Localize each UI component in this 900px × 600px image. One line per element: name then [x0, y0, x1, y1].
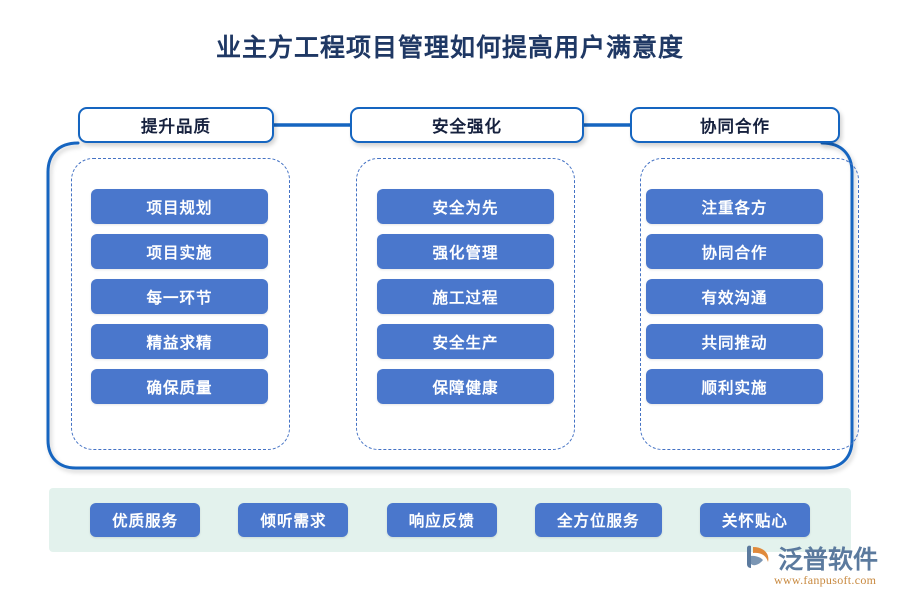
column-item[interactable]: 确保质量: [91, 369, 268, 404]
bottom-strip-item-label: 优质服务: [112, 513, 179, 530]
bottom-strip: 优质服务 倾听需求 响应反馈 全方位服务 关怀贴心: [49, 488, 851, 552]
column-item[interactable]: 项目规划: [91, 189, 268, 224]
column-item[interactable]: 注重各方: [646, 189, 823, 224]
column-item-label: 保障健康: [432, 379, 499, 397]
bottom-strip-item[interactable]: 全方位服务: [535, 503, 662, 537]
column-item-label: 强化管理: [432, 244, 499, 262]
bottom-strip-item[interactable]: 倾听需求: [238, 503, 349, 537]
column-header-0[interactable]: 提升品质: [78, 107, 274, 143]
column-item[interactable]: 强化管理: [377, 234, 554, 269]
column-items-2: 注重各方 协同合作 有效沟通 共同推动 顺利实施: [646, 189, 823, 404]
column-item-label: 顺利实施: [701, 379, 768, 397]
page-title: 业主方工程项目管理如何提高用户满意度: [215, 34, 684, 62]
column-items-1: 安全为先 强化管理 施工过程 安全生产 保障健康: [377, 189, 554, 404]
bottom-strip-item[interactable]: 优质服务: [90, 503, 201, 537]
brand-logo-url: www.fanpusoft.com: [773, 573, 877, 587]
column-item-label: 每一环节: [146, 289, 213, 307]
column-header-label: 协同合作: [700, 118, 770, 136]
column-item[interactable]: 协同合作: [646, 234, 823, 269]
column-item[interactable]: 项目实施: [91, 234, 268, 269]
column-item-label: 共同推动: [701, 334, 768, 352]
column-item-label: 有效沟通: [701, 289, 768, 307]
column-item[interactable]: 有效沟通: [646, 279, 823, 314]
column-item[interactable]: 精益求精: [91, 324, 268, 359]
column-item[interactable]: 安全生产: [377, 324, 554, 359]
column-item[interactable]: 每一环节: [91, 279, 268, 314]
column-item-label: 施工过程: [432, 289, 499, 307]
column-item[interactable]: 顺利实施: [646, 369, 823, 404]
column-item-label: 项目实施: [146, 244, 213, 262]
column-item-label: 注重各方: [701, 199, 768, 217]
bottom-strip-item-label: 响应反馈: [408, 513, 475, 530]
column-item[interactable]: 安全为先: [377, 189, 554, 224]
column-item-label: 精益求精: [146, 334, 213, 352]
bottom-strip-item-label: 全方位服务: [557, 513, 640, 530]
bottom-strip-item[interactable]: 关怀贴心: [699, 503, 810, 537]
bottom-strip-item[interactable]: 响应反馈: [386, 503, 497, 537]
column-item-label: 安全生产: [432, 334, 499, 352]
column-item-label: 项目规划: [146, 199, 213, 217]
column-item[interactable]: 施工过程: [377, 279, 554, 314]
fanpu-swoosh-icon: [746, 545, 769, 568]
column-item-label: 协同合作: [701, 244, 768, 262]
bottom-strip-item-label: 倾听需求: [260, 513, 327, 530]
column-header-1[interactable]: 安全强化: [350, 107, 584, 143]
column-header-label: 安全强化: [432, 118, 502, 136]
column-item-label: 安全为先: [432, 199, 499, 217]
column-items-0: 项目规划 项目实施 每一环节 精益求精 确保质量: [91, 189, 268, 404]
column-header-2[interactable]: 协同合作: [630, 107, 840, 143]
bottom-strip-item-label: 关怀贴心: [721, 513, 788, 530]
column-header-label: 提升品质: [141, 118, 211, 136]
brand-logo-name: 泛普软件: [777, 546, 878, 574]
column-item-label: 确保质量: [146, 379, 213, 397]
brand-logo: 泛普软件 www.fanpusoft.com: [744, 540, 878, 588]
column-item[interactable]: 共同推动: [646, 324, 823, 359]
column-item[interactable]: 保障健康: [377, 369, 554, 404]
brand-logo-row: 泛普软件: [744, 540, 878, 576]
